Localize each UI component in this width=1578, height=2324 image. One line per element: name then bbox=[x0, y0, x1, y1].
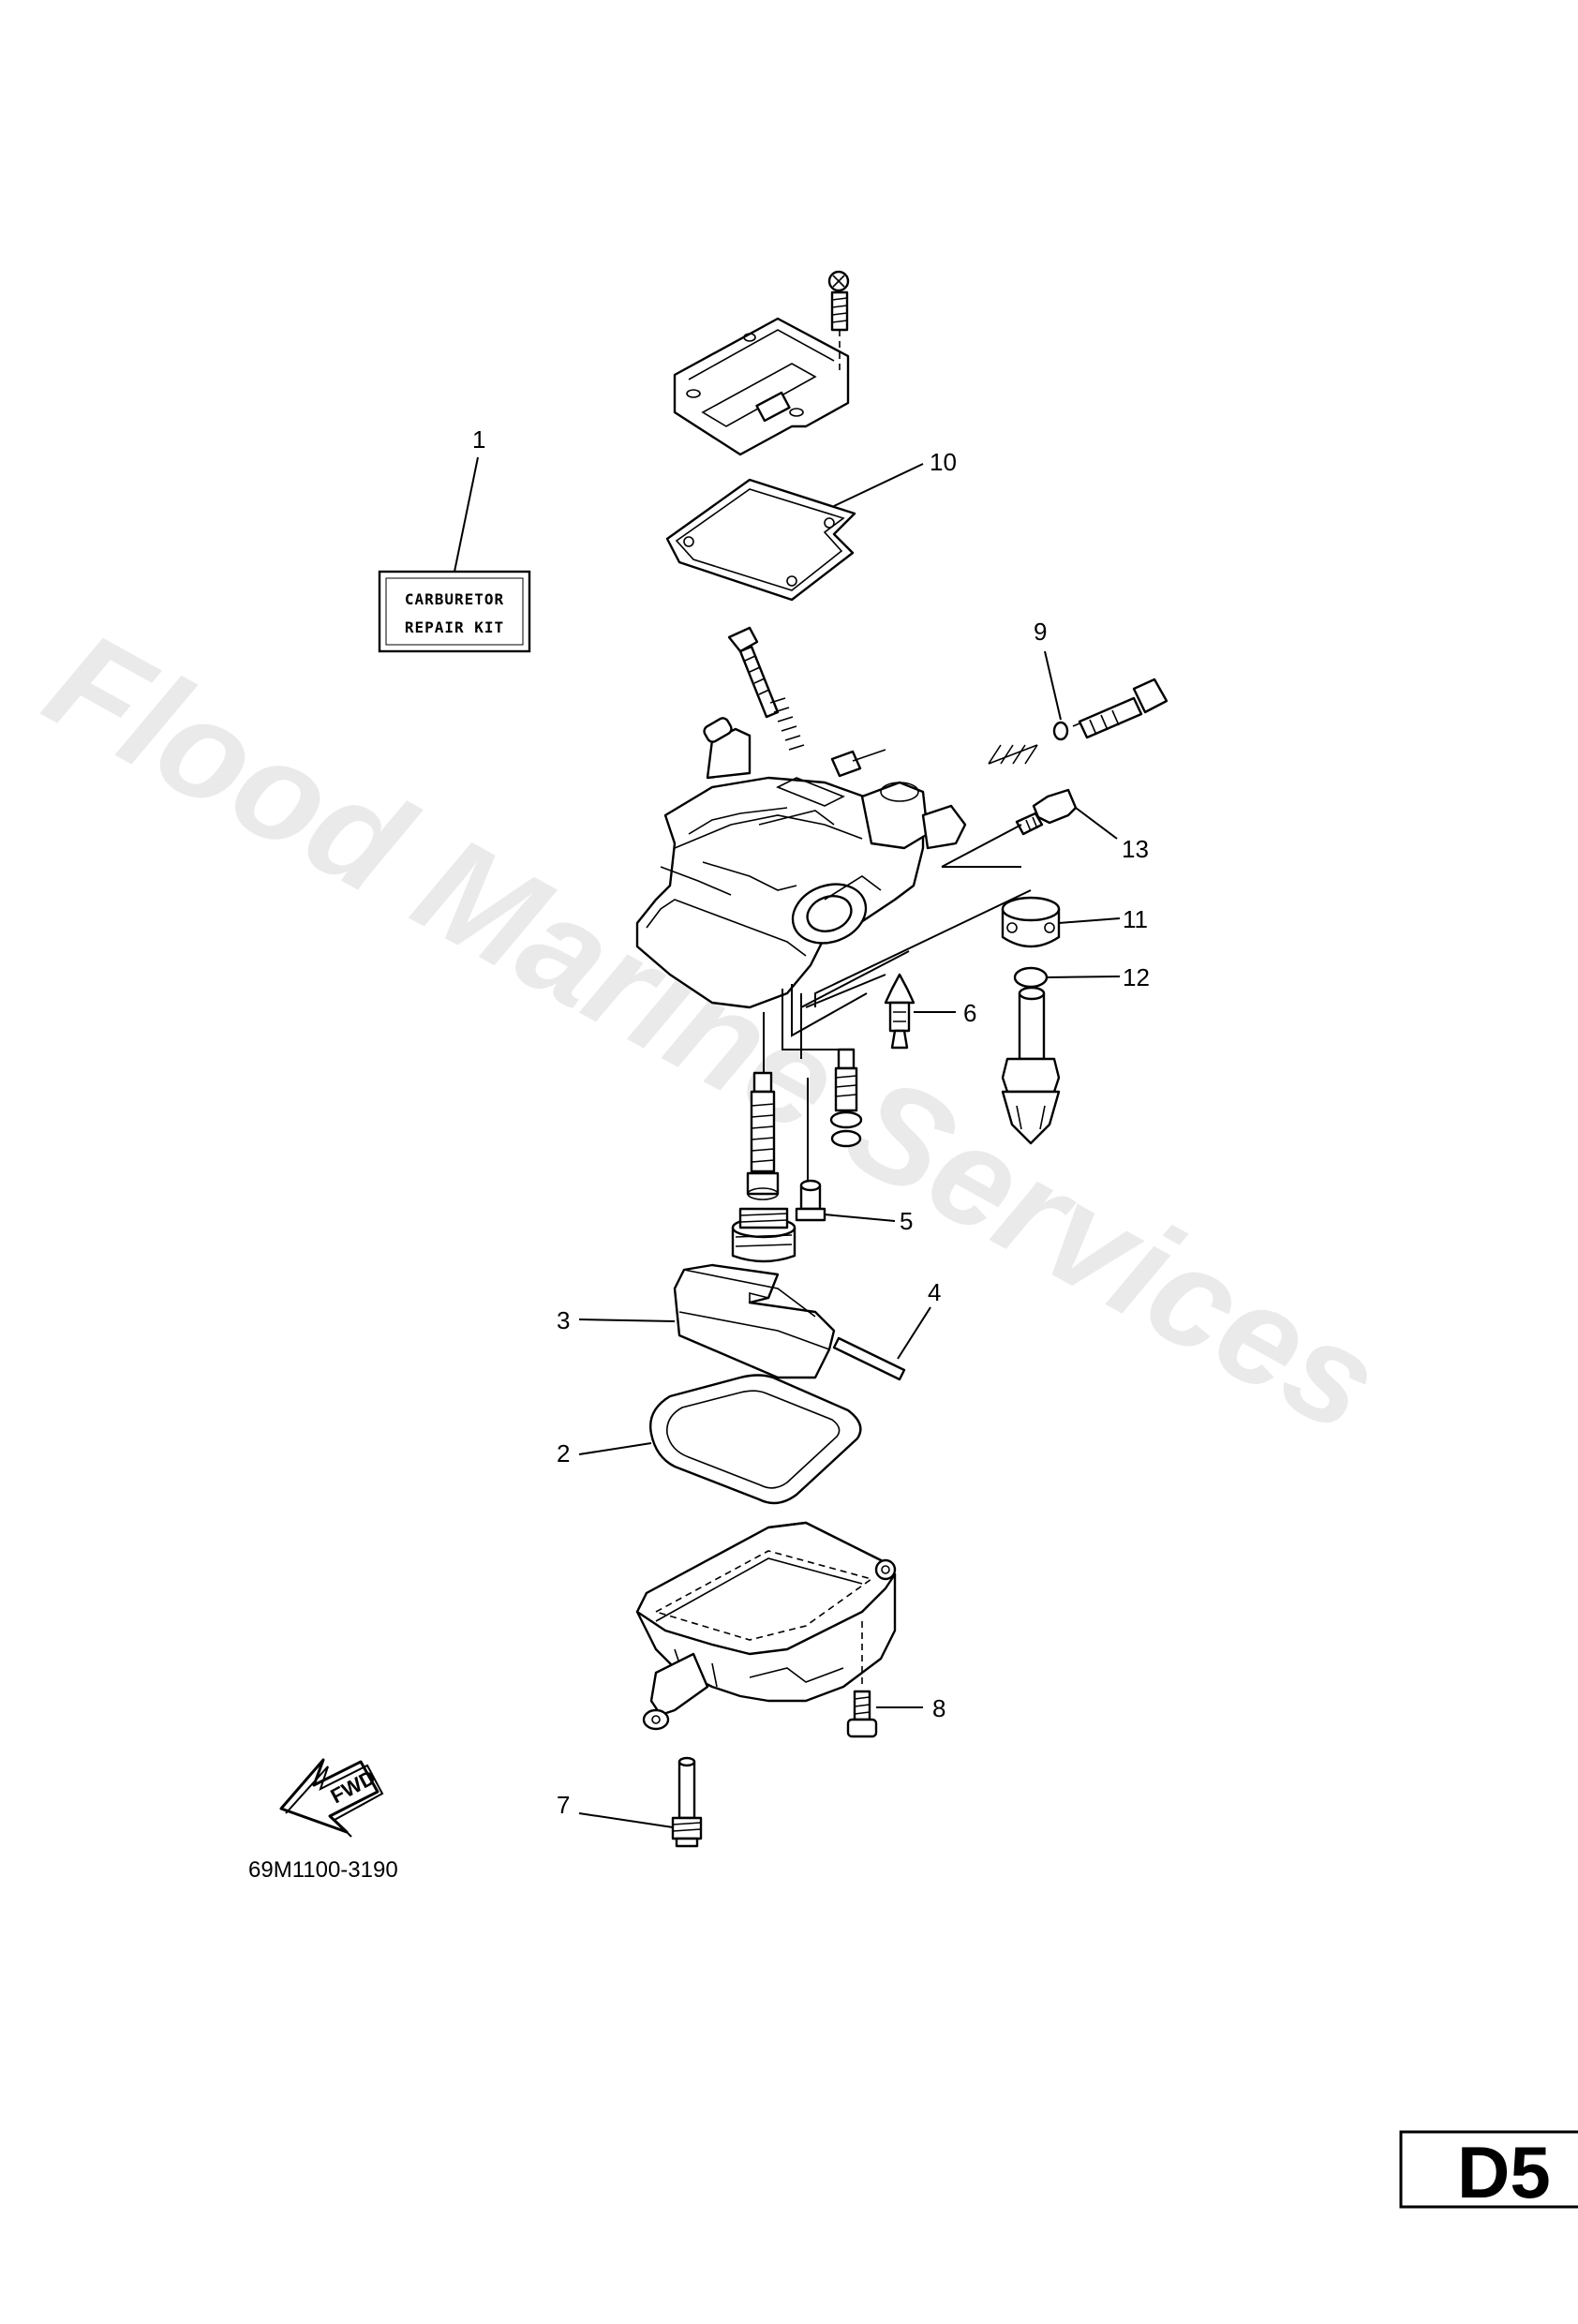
part-8-screw[interactable] bbox=[846, 1690, 878, 1738]
callout-6[interactable]: 6 bbox=[963, 999, 976, 1027]
cover-screw[interactable] bbox=[827, 270, 850, 375]
part-13-plug-screw[interactable] bbox=[1015, 788, 1078, 836]
page-code: D5 bbox=[1457, 2131, 1551, 2213]
callout-5[interactable]: 5 bbox=[900, 1207, 913, 1235]
leader-7 bbox=[578, 1812, 674, 1828]
pilot-spring[interactable] bbox=[769, 697, 805, 751]
fwd-arrow-icon: FWD bbox=[279, 1758, 384, 1838]
pilot-jet[interactable] bbox=[829, 1048, 863, 1148]
part-6-needle-valve[interactable] bbox=[884, 973, 916, 1050]
leader-10 bbox=[833, 463, 924, 507]
leader-body-misc bbox=[805, 974, 886, 1008]
leader-12 bbox=[1046, 976, 1121, 978]
part-11-collar[interactable] bbox=[1001, 896, 1061, 948]
leader-jets bbox=[782, 984, 868, 1059]
leader-4 bbox=[897, 1306, 931, 1360]
callout-3[interactable]: 3 bbox=[557, 1306, 570, 1334]
callout-4[interactable]: 4 bbox=[928, 1278, 941, 1306]
carburetor-body[interactable] bbox=[635, 716, 967, 1009]
leader-5 bbox=[824, 1214, 896, 1222]
callout-12[interactable]: 12 bbox=[1123, 963, 1150, 991]
part-1-repair-kit-label[interactable]: CARBURETOR REPAIR KIT bbox=[378, 570, 531, 653]
part-4-float-pin[interactable] bbox=[832, 1336, 906, 1381]
main-nozzle[interactable] bbox=[746, 1071, 780, 1200]
leader-1 bbox=[454, 456, 479, 573]
callout-11[interactable]: 11 bbox=[1123, 905, 1148, 933]
part-2-gasket[interactable] bbox=[649, 1374, 862, 1505]
kit-label-line1: CARBURETOR bbox=[405, 590, 504, 608]
idle-spring[interactable] bbox=[988, 744, 1038, 765]
pilot-screw[interactable] bbox=[727, 626, 780, 719]
callout-2[interactable]: 2 bbox=[557, 1439, 570, 1467]
callout-13[interactable]: 13 bbox=[1122, 835, 1149, 863]
part-12-o-ring[interactable] bbox=[1013, 966, 1049, 989]
part-7-drain-screw[interactable] bbox=[671, 1756, 703, 1848]
kit-label-line2: REPAIR KIT bbox=[405, 618, 504, 636]
drawing-code: 69M1100-3190 bbox=[248, 1857, 398, 1883]
leader-3 bbox=[578, 1318, 676, 1322]
callout-1[interactable]: 1 bbox=[472, 425, 485, 454]
callout-10[interactable]: 10 bbox=[930, 448, 957, 476]
part-5-screw[interactable] bbox=[795, 1179, 826, 1222]
part-10-gasket[interactable] bbox=[665, 478, 856, 602]
part-3-float[interactable] bbox=[673, 1263, 836, 1379]
body-side-screw[interactable] bbox=[830, 749, 886, 778]
idle-adjust-screw[interactable] bbox=[1072, 678, 1169, 739]
part-9-o-ring[interactable] bbox=[1052, 721, 1069, 741]
callout-8[interactable]: 8 bbox=[932, 1694, 945, 1722]
leader-11 bbox=[1058, 917, 1121, 924]
cover-plate[interactable] bbox=[673, 317, 850, 456]
main-jet[interactable] bbox=[731, 1207, 796, 1263]
leader-9 bbox=[1044, 650, 1062, 721]
leader-2 bbox=[578, 1442, 652, 1455]
callout-7[interactable]: 7 bbox=[557, 1791, 570, 1819]
leader-13-body bbox=[941, 824, 1022, 868]
drain-fitting[interactable] bbox=[642, 1652, 709, 1731]
callout-9[interactable]: 9 bbox=[1034, 618, 1047, 646]
leader-13 bbox=[1075, 807, 1118, 840]
page-code-box: D5 bbox=[1399, 2130, 1578, 2213]
starter-plunger[interactable] bbox=[1001, 986, 1061, 1145]
